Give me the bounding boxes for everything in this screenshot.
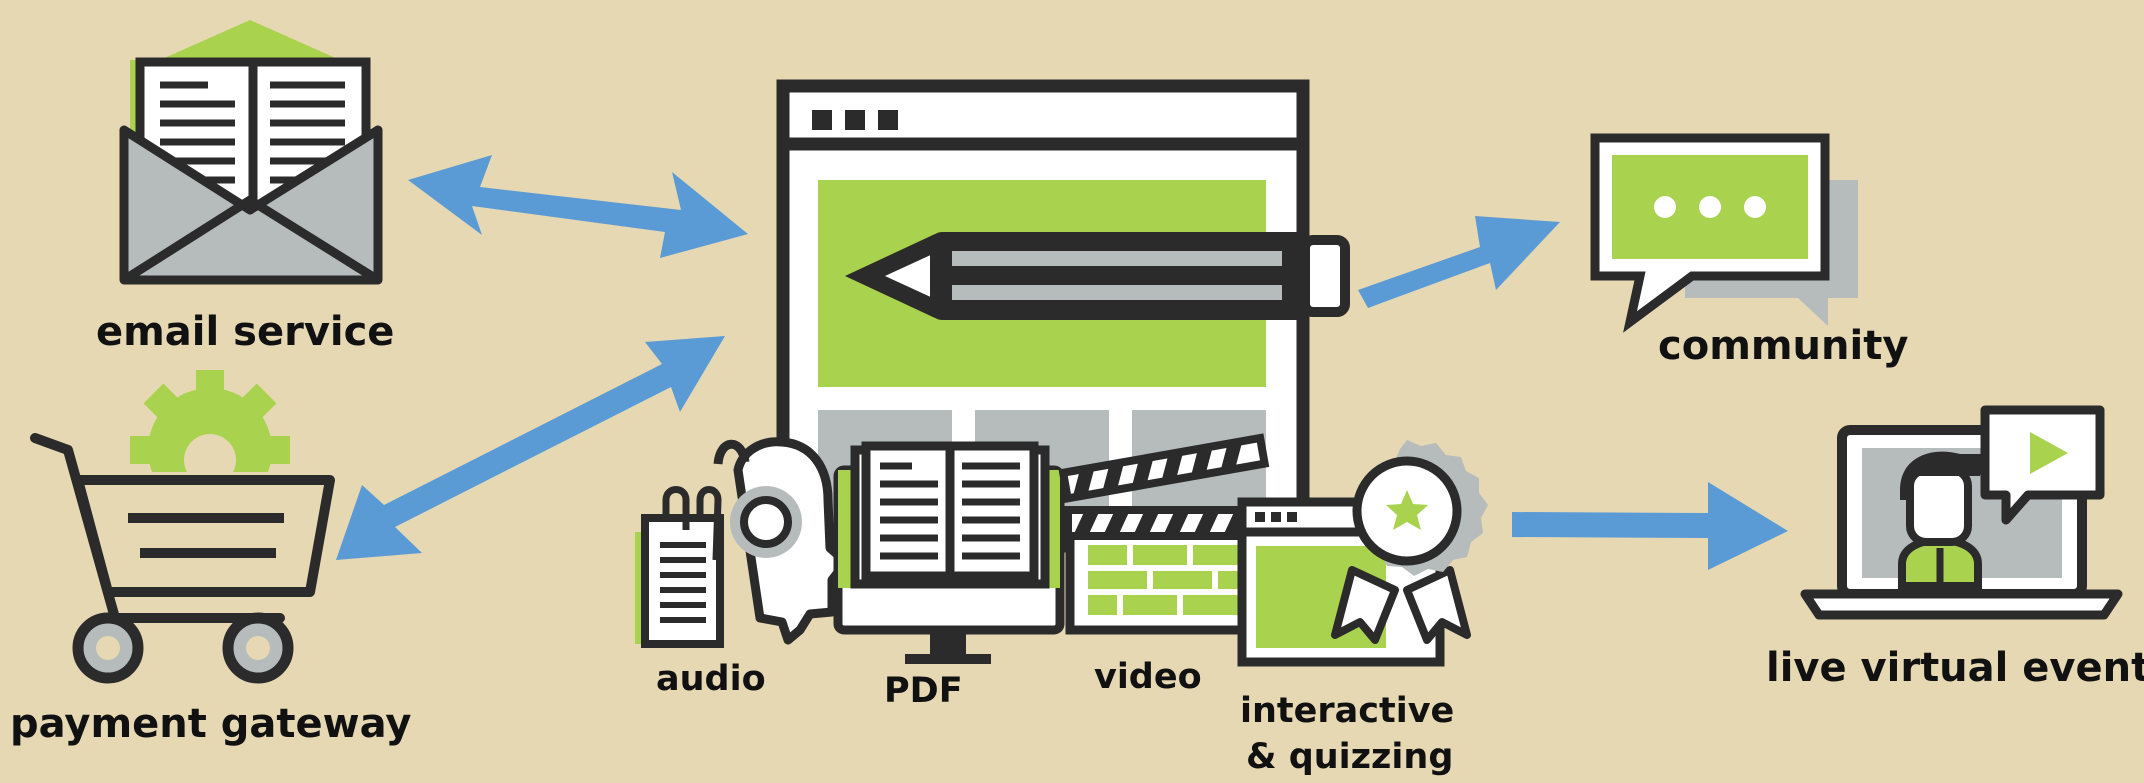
envelope-document-icon [119, 20, 383, 285]
pdf-book-monitor-icon [833, 441, 1065, 664]
pencil-icon [845, 232, 1350, 320]
arrow-editor-to-live-events [1512, 482, 1788, 570]
arrow-email-to-editor [408, 155, 748, 258]
award-badge-icon [1237, 440, 1488, 667]
arrow-payment-to-editor [336, 336, 725, 560]
audio-label: audio [656, 659, 766, 699]
live-virtual-events-label: live virtual events [1766, 645, 2144, 691]
email-service-label: email service [96, 309, 395, 355]
pdf-label: PDF [884, 671, 963, 711]
laptop-presenter-play-icon [1800, 405, 2123, 620]
audio-headphones-icon [635, 437, 851, 648]
shopping-cart-gear-icon [30, 370, 335, 684]
video-clapperboard-icon [1058, 433, 1276, 635]
community-label: community [1658, 323, 1909, 369]
video-label: video [1094, 657, 1202, 697]
payment-gateway-label: payment gateway [10, 701, 412, 747]
speech-bubble-icon [1590, 133, 1858, 333]
arrow-editor-to-community [1358, 216, 1560, 308]
interactive-label-line2: & quizzing [1246, 737, 1454, 777]
interactive-label-line1: interactive [1240, 691, 1455, 731]
